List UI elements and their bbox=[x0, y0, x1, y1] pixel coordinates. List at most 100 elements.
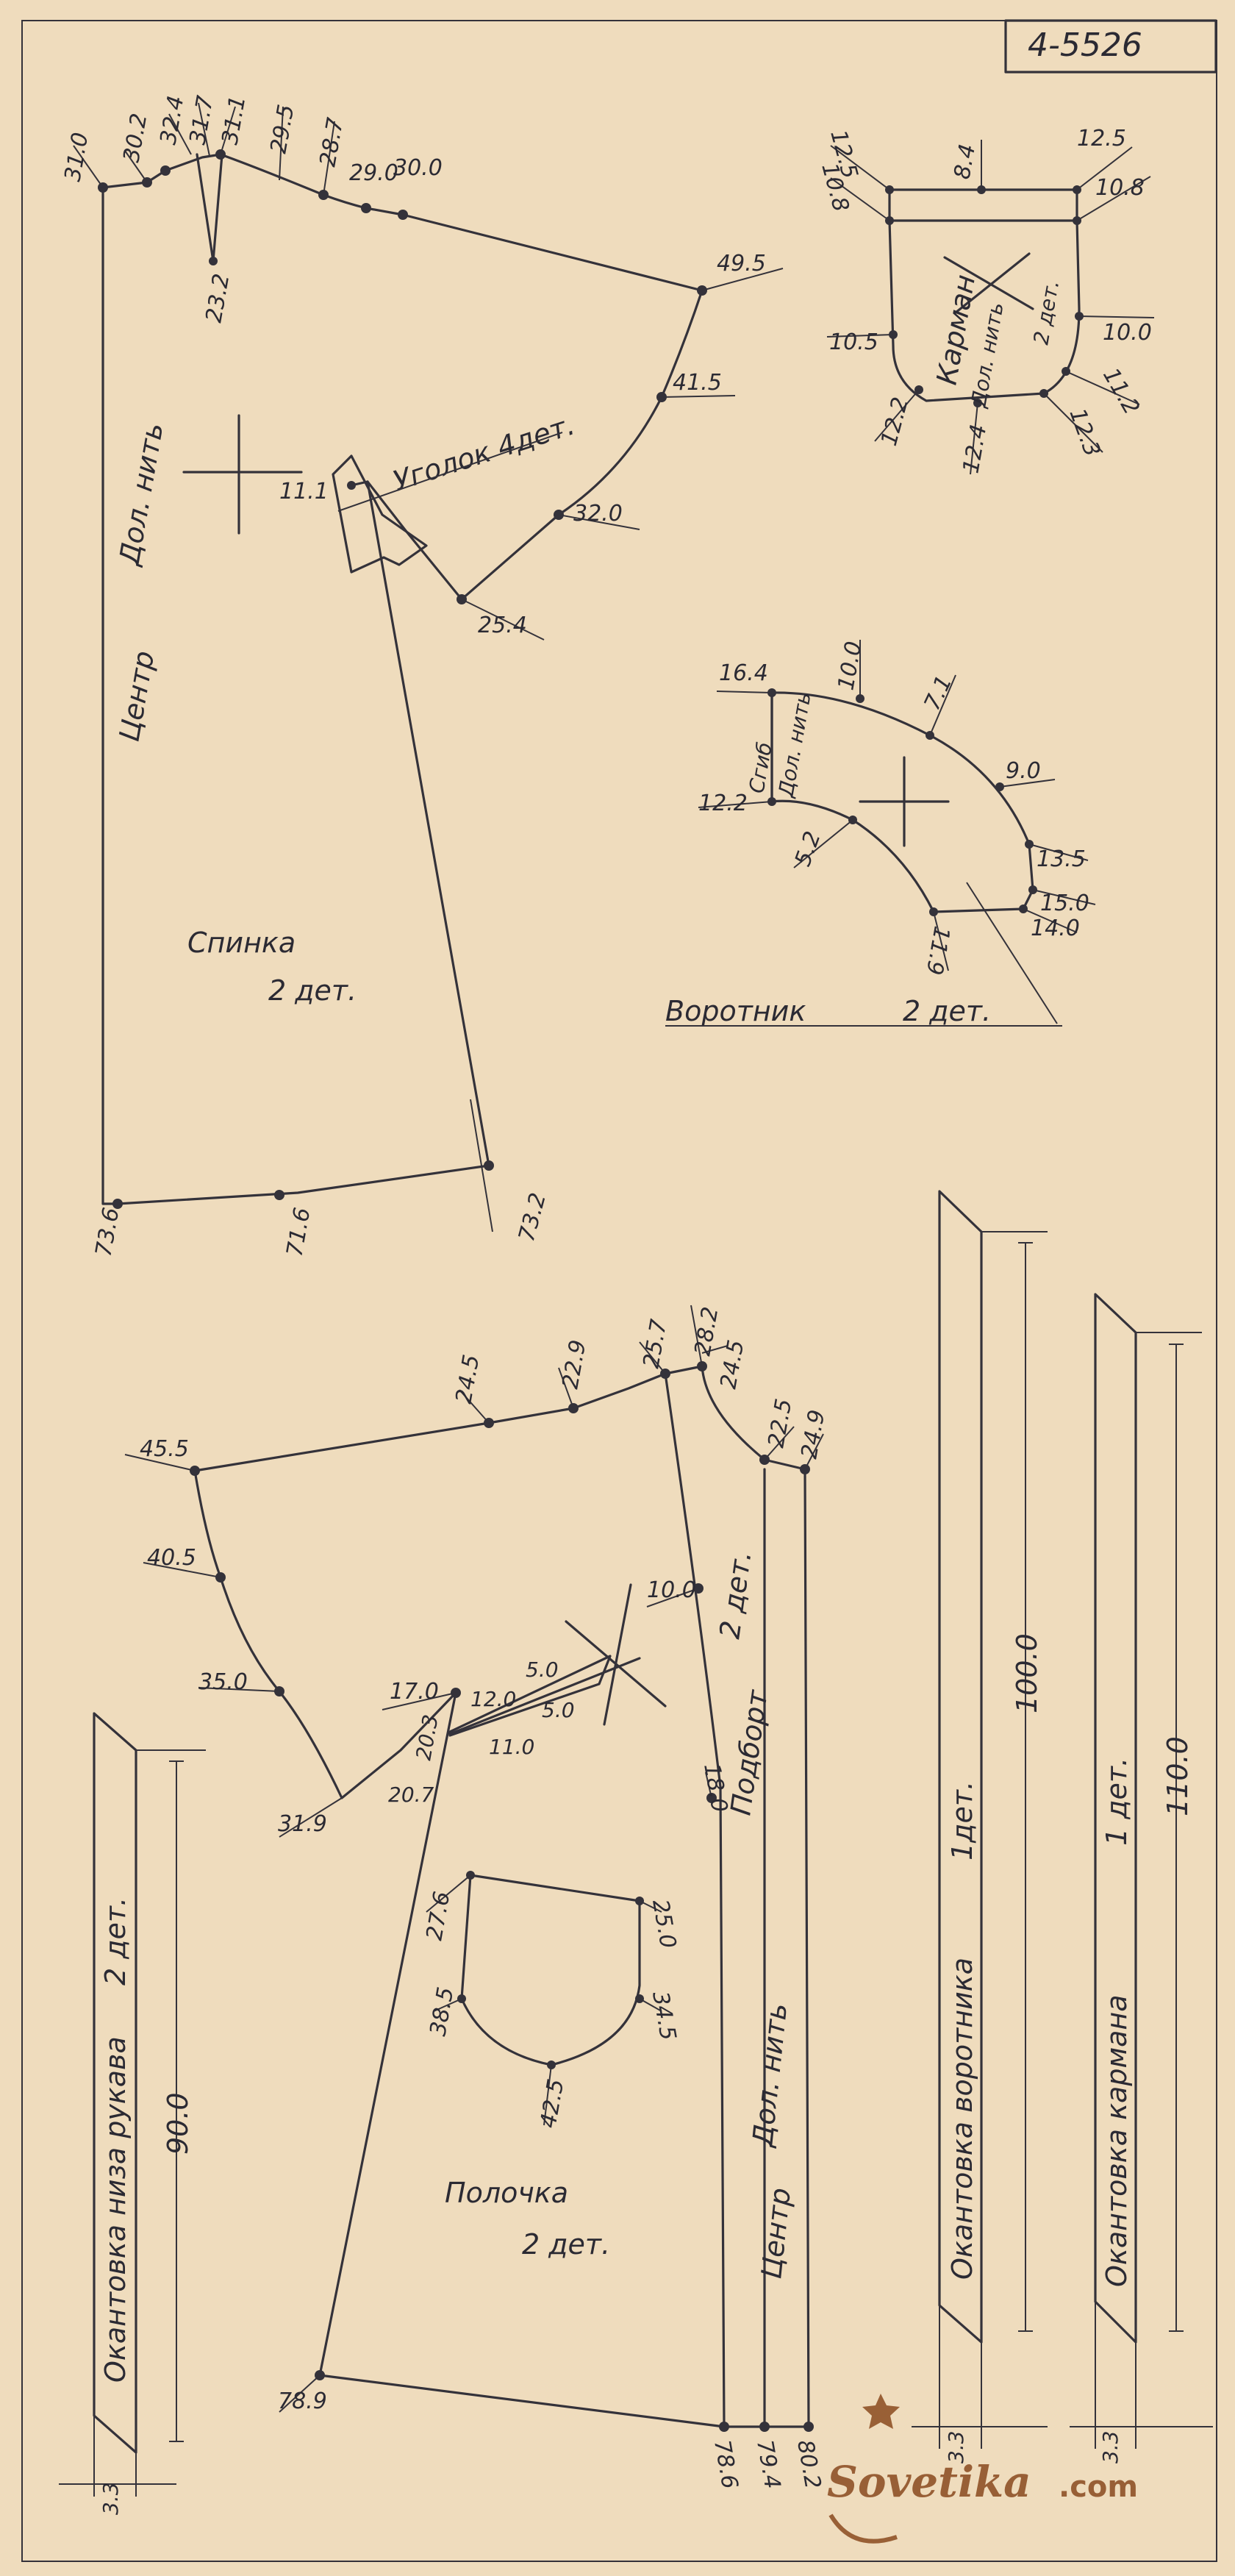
pocket-pt-2: 8.4 bbox=[949, 142, 981, 181]
collar-pt-7: 11.9 bbox=[921, 924, 955, 977]
front-facing bbox=[664, 1365, 810, 2428]
back-title: Спинка bbox=[187, 927, 296, 959]
collar-pt-3: 9.0 bbox=[1006, 758, 1041, 784]
back-piece: 31.0 30.2 32.4 31.7 31.1 29.5 28.7 29.0 … bbox=[60, 94, 784, 1259]
front-pt-17: 5.0 bbox=[542, 1698, 575, 1722]
strip-2-width: 3.3 bbox=[944, 2430, 968, 2463]
back-pt-13: 11.1 bbox=[279, 479, 329, 504]
front-pt-20: 27.6 bbox=[421, 1890, 455, 1943]
collar-pt-2: 7.1 bbox=[920, 671, 958, 714]
front-pt-16: 11.0 bbox=[489, 1735, 534, 1759]
strip-1-width: 3.3 bbox=[99, 2482, 123, 2515]
front-outline bbox=[193, 1372, 726, 2428]
collar-pt-5: 15.0 bbox=[1040, 891, 1089, 916]
front-pt-7: 24.9 bbox=[796, 1408, 830, 1461]
collar-pt-9: 5.2 bbox=[790, 828, 826, 870]
collar-pt-8: 12.2 bbox=[698, 791, 748, 816]
front-facing-count: 2 дет. bbox=[713, 1549, 757, 1641]
back-corner-piece bbox=[332, 454, 428, 574]
back-count: 2 дет. bbox=[268, 974, 357, 1007]
front-pt-11: 17.0 bbox=[390, 1679, 439, 1705]
front-pt-1: 24.5 bbox=[451, 1353, 484, 1406]
front-pt-21: 25.0 bbox=[647, 1897, 681, 1950]
back-pt-9: 49.5 bbox=[717, 251, 766, 276]
front-pt-22: 38.5 bbox=[425, 1985, 459, 2038]
back-pt-11: 32.0 bbox=[573, 501, 623, 527]
pocket-pt-8: 12.2 bbox=[876, 394, 914, 449]
pocket-piece: 12.5 10.8 8.4 12.5 10.8 10.5 10.0 11.2 1… bbox=[816, 126, 1155, 476]
back-pt-6: 28.7 bbox=[315, 116, 348, 169]
front-center-label: Центр bbox=[755, 2186, 797, 2280]
strip-3-width: 3.3 bbox=[1098, 2430, 1123, 2463]
pocket-pt-6: 10.0 bbox=[1103, 320, 1152, 346]
back-pt-17: 73.2 bbox=[514, 1190, 551, 1244]
front-title: Полочка bbox=[445, 2177, 568, 2209]
strip-2-length: 100.0 bbox=[1011, 1633, 1043, 1713]
strip-sleeve-binding: Окантовка низа рукава 2 дет. 90.0 3.3 bbox=[59, 1712, 206, 2515]
front-pt-9: 35.0 bbox=[198, 1669, 248, 1695]
front-pocket-mark bbox=[460, 1874, 641, 2066]
strip-1-count: 2 дет. bbox=[99, 1897, 132, 1985]
strip-3-title: Окантовка кармана bbox=[1100, 1994, 1133, 2287]
pocket-pt-3: 12.5 bbox=[1077, 126, 1126, 151]
pocket-pt-9: 12.4 bbox=[958, 423, 992, 476]
back-pt-1: 30.2 bbox=[118, 112, 152, 165]
back-dart bbox=[196, 153, 223, 263]
front-pt-28: 80.2 bbox=[792, 2438, 826, 2491]
front-pt-2: 22.9 bbox=[557, 1338, 591, 1391]
collar-pt-1: 10.0 bbox=[833, 640, 867, 693]
front-facing-label: Подборт bbox=[724, 1687, 774, 1817]
sheet-frame bbox=[21, 20, 1217, 2562]
pocket-count: 2 дет. bbox=[1028, 278, 1064, 346]
hammer-sickle-icon bbox=[828, 2513, 898, 2544]
back-pt-12: 25.4 bbox=[478, 613, 527, 638]
pocket-pt-10: 12.3 bbox=[1064, 405, 1105, 460]
back-pt-10: 41.5 bbox=[673, 370, 722, 396]
back-pt-14: 23.2 bbox=[201, 272, 235, 325]
star-icon bbox=[862, 2394, 900, 2429]
front-pt-8: 40.5 bbox=[147, 1545, 196, 1571]
strip-pocket-binding: Окантовка кармана 1 дет. 110.0 3.3 bbox=[1070, 1293, 1213, 2463]
back-outline bbox=[101, 153, 704, 1205]
watermark-domain: .com bbox=[1059, 2470, 1138, 2504]
back-pt-16: 71.6 bbox=[282, 1206, 315, 1259]
front-pt-24: 42.5 bbox=[535, 2077, 569, 2130]
front-pt-0: 45.5 bbox=[140, 1436, 189, 1462]
back-grain-label: Дол. нить bbox=[112, 420, 170, 568]
back-pt-2: 32.4 bbox=[155, 94, 189, 147]
pocket-pt-7: 11.2 bbox=[1098, 364, 1145, 419]
collar-pt-4: 13.5 bbox=[1037, 846, 1086, 872]
front-pt-3: 25.7 bbox=[638, 1318, 672, 1371]
front-grain-label: Дол. нить bbox=[746, 2002, 793, 2149]
front-pt-10: 31.9 bbox=[278, 1811, 327, 1837]
back-pt-3: 31.7 bbox=[185, 94, 218, 147]
watermark-brand: Sovetika bbox=[827, 2457, 1031, 2507]
front-pt-25: 78.9 bbox=[278, 2388, 327, 2414]
sheet-code-box: 4-5526 bbox=[1004, 19, 1217, 74]
collar-pt-6: 14.0 bbox=[1031, 916, 1080, 941]
strip-3-count: 1 дет. bbox=[1100, 1758, 1133, 1846]
collar-title: Воротник bbox=[665, 995, 806, 1027]
strip-1-length: 90.0 bbox=[162, 2092, 194, 2155]
collar-count: 2 дет. bbox=[903, 995, 991, 1027]
collar-grain-label: Дол. нить bbox=[773, 691, 816, 801]
back-pt-15: 73.6 bbox=[90, 1206, 124, 1259]
front-pt-27: 79.4 bbox=[751, 2438, 785, 2491]
strip-2-count: 1дет. bbox=[946, 1781, 978, 1860]
front-count: 2 дет. bbox=[522, 2228, 610, 2261]
back-center-label: Центр bbox=[113, 649, 161, 744]
sovetika-watermark: Sovetika .com bbox=[827, 2394, 1138, 2544]
front-pt-26: 78.6 bbox=[709, 2438, 742, 2491]
front-pt-12: 20.3 bbox=[411, 1713, 443, 1762]
collar-pt-0: 16.4 bbox=[719, 660, 768, 686]
front-pt-18: 10.0 bbox=[647, 1577, 696, 1603]
front-pt-23: 34.5 bbox=[647, 1989, 681, 2042]
front-pt-15: 5.0 bbox=[526, 1658, 559, 1682]
pocket-pt-4: 10.8 bbox=[1095, 175, 1145, 201]
strip-3-length: 110.0 bbox=[1161, 1736, 1194, 1816]
back-corner-label: Уголок 4дет. bbox=[389, 408, 579, 497]
front-pt-6: 22.5 bbox=[763, 1397, 797, 1450]
back-pt-8: 30.0 bbox=[393, 155, 443, 181]
strip-2-title: Окантовка воротника bbox=[946, 1958, 978, 2280]
